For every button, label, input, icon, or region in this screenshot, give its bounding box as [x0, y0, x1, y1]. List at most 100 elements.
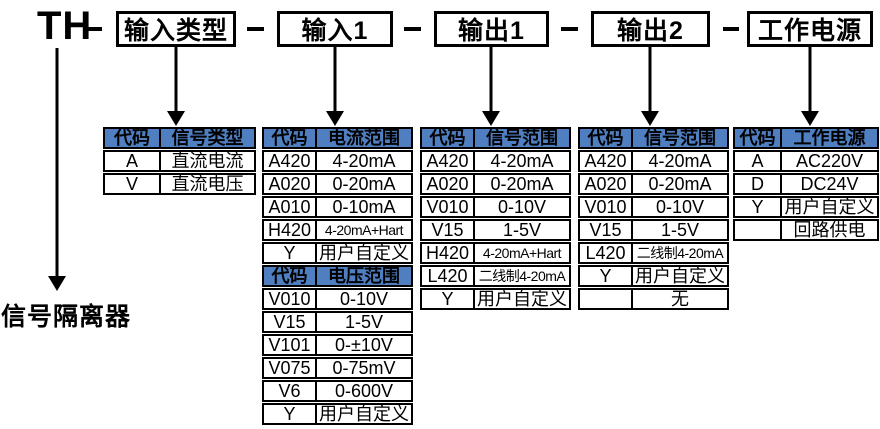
code-cell: A420: [264, 152, 317, 170]
arrow-line: [55, 48, 59, 277]
value-cell: 二线制4-20mA: [478, 268, 566, 284]
header-code-cell: 代码: [735, 129, 782, 147]
code-cell: A020: [264, 175, 317, 193]
value-cell: 二线制4-20mA: [636, 245, 724, 261]
value-cell: 0-20mA: [332, 175, 396, 193]
value-cell: 4-20mA: [648, 152, 712, 170]
header-code-cell: 代码: [105, 129, 161, 147]
arrow-head-icon: [482, 111, 500, 126]
code-cell: Y: [264, 405, 317, 423]
header-value-cell: 电压范围: [328, 267, 400, 285]
header-code-cell: 代码: [422, 129, 475, 147]
arrow-head-icon: [326, 111, 344, 126]
arrow-down-icon: [48, 48, 66, 291]
table-row: V15 1-5V: [578, 219, 729, 241]
value-cell: 4-20mA+Hart: [324, 222, 404, 238]
code-cell: D: [735, 175, 782, 193]
table-header-row: 代码信号类型: [103, 127, 256, 149]
table-header-row: 代码工作电源: [733, 127, 879, 149]
value-cell: 0-10V: [655, 198, 705, 216]
table-row: V6 0-600V: [262, 380, 413, 402]
top-box-input-1: 输入1: [277, 11, 393, 47]
value-cell: 0-10V: [497, 198, 547, 216]
table-row: V010 0-10V: [420, 196, 571, 218]
header-code-cell: 代码: [580, 129, 633, 147]
code-cell: L420: [422, 267, 475, 285]
value-cell: 0-20mA: [490, 175, 554, 193]
value-cell: 0-600V: [334, 382, 394, 400]
table-row: 回路供电: [733, 219, 879, 241]
code-cell: Y: [580, 267, 633, 285]
value-cell: 1-5V: [660, 221, 700, 239]
arrow-head-icon: [801, 111, 819, 126]
arrow-line: [648, 47, 652, 112]
table-row: A020 0-20mA: [578, 173, 729, 195]
arrow-head-icon: [641, 111, 659, 126]
code-cell: A020: [580, 175, 633, 193]
arrow-line: [333, 47, 337, 112]
table-header-row: 代码信号范围: [578, 127, 729, 149]
value-cell: 0-10V: [339, 290, 389, 308]
code-cell: L420: [580, 244, 633, 262]
header-value-cell: 工作电源: [793, 129, 866, 147]
value-cell: DC24V: [800, 175, 859, 193]
table-row: H420 4-20mA+Hart: [262, 219, 413, 241]
code-cell: Y: [264, 244, 317, 262]
table-row: D DC24V: [733, 173, 879, 195]
arrow-down-icon: [167, 47, 185, 126]
table-row: A420 4-20mA: [262, 150, 413, 172]
value-cell: 用户自定义: [319, 405, 409, 423]
top-box-power-supply: 工作电源: [747, 11, 873, 47]
table-row: V101 0-±10V: [262, 334, 413, 356]
code-cell: A010: [264, 198, 317, 216]
code-cell: A020: [422, 175, 475, 193]
value-cell: 0-75mV: [332, 359, 396, 377]
code-cell: H420: [264, 221, 317, 239]
arrow-line: [808, 47, 812, 112]
table-row: V010 0-10V: [578, 196, 729, 218]
value-cell: 直流电压: [171, 175, 244, 193]
header-code-cell: 代码: [264, 129, 317, 147]
arrow-down-icon: [326, 47, 344, 126]
code-cell: V15: [580, 221, 633, 239]
code-cell: [580, 290, 633, 308]
code-cell: V010: [580, 198, 633, 216]
table-header-row: 代码信号范围: [420, 127, 571, 149]
code-cell: V6: [264, 382, 317, 400]
value-cell: 1-5V: [344, 313, 384, 331]
dash-separator: [85, 27, 102, 31]
code-cell: [735, 221, 782, 239]
arrow-down-icon: [482, 47, 500, 126]
value-cell: 0-±10V: [335, 336, 393, 354]
value-cell: 4-20mA: [332, 152, 396, 170]
code-cell: Y: [735, 198, 782, 216]
code-cell: A: [735, 152, 782, 170]
code-cell: V101: [264, 336, 317, 354]
value-cell: 0-20mA: [648, 175, 712, 193]
header-code-cell: 代码: [264, 267, 317, 285]
dash-separator: [723, 27, 739, 31]
header-value-cell: 信号范围: [644, 129, 716, 147]
value-cell: 4-20mA: [490, 152, 554, 170]
code-cell: V010: [422, 198, 475, 216]
table-row: A020 0-20mA: [262, 173, 413, 195]
product-prefix: TH: [37, 4, 93, 48]
code-cell: H420: [422, 244, 475, 262]
table-header-row: 代码电流范围: [262, 127, 413, 149]
code-cell: V: [105, 175, 161, 193]
product-name-label: 信号隔离器: [1, 303, 132, 331]
